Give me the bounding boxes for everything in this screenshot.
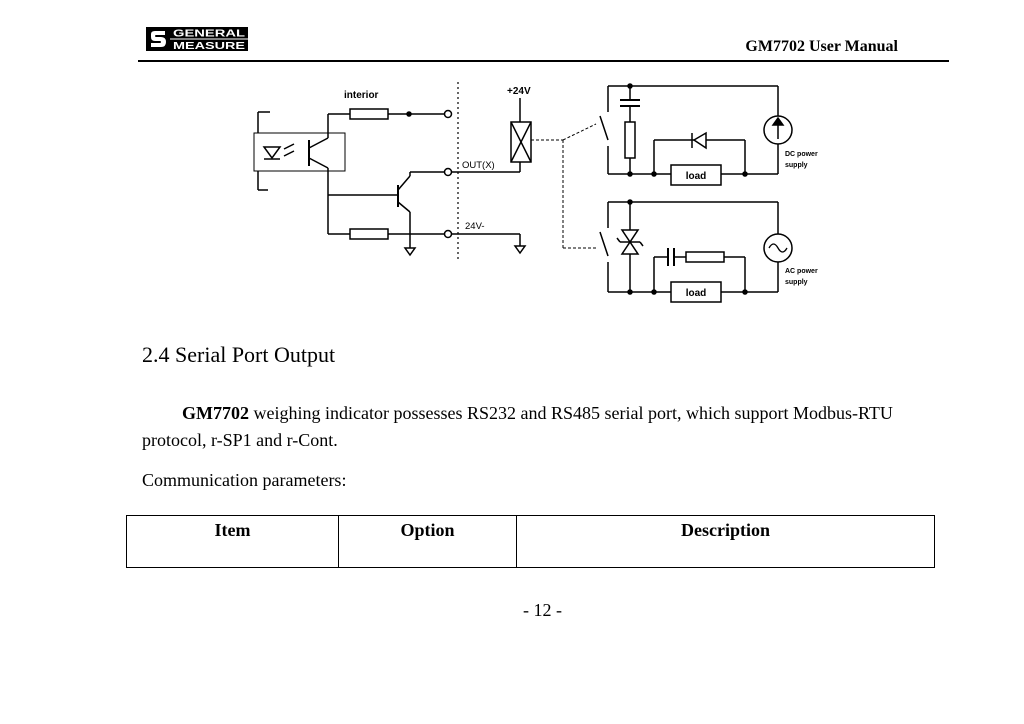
logo-text-measure: MEASURE bbox=[173, 41, 245, 51]
comm-params-heading: Communication parameters: bbox=[142, 470, 347, 490]
plus24v-label: +24V bbox=[507, 86, 531, 97]
manual-title: GM7702 User Manual bbox=[745, 38, 898, 55]
ac-supply-label: supply bbox=[785, 279, 808, 286]
section-title: 2.4 Serial Port Output bbox=[142, 342, 336, 367]
ac-load-label: load bbox=[686, 288, 707, 299]
general-measure-logo: GENERAL MEASURE bbox=[146, 27, 248, 51]
ac-power-label: AC power bbox=[785, 268, 818, 275]
header-divider bbox=[138, 60, 949, 62]
logo-text-general: GENERAL bbox=[173, 29, 245, 40]
dc-supply-label: supply bbox=[785, 162, 808, 169]
out-x-label: OUT(X) bbox=[462, 160, 495, 171]
comm-params-table: Item Option Description bbox=[126, 515, 935, 568]
interior-label: interior bbox=[344, 90, 379, 101]
dc-power-label: DC power bbox=[785, 151, 818, 158]
intro-paragraph: GM7702 weighing indicator possesses RS23… bbox=[142, 400, 932, 454]
page-number: - 12 - bbox=[523, 600, 562, 620]
dc-load-label: load bbox=[686, 171, 707, 182]
intro-text: weighing indicator possesses RS232 and R… bbox=[142, 403, 893, 450]
product-name: GM7702 bbox=[182, 403, 249, 423]
col-header-description: Description bbox=[516, 515, 935, 568]
col-header-item: Item bbox=[126, 515, 339, 568]
output-wiring-diagram: interior +24V OUT(X) 24V- DC power suppl… bbox=[240, 78, 850, 310]
col-header-option: Option bbox=[338, 515, 517, 568]
minus24v-label: 24V- bbox=[465, 221, 485, 232]
